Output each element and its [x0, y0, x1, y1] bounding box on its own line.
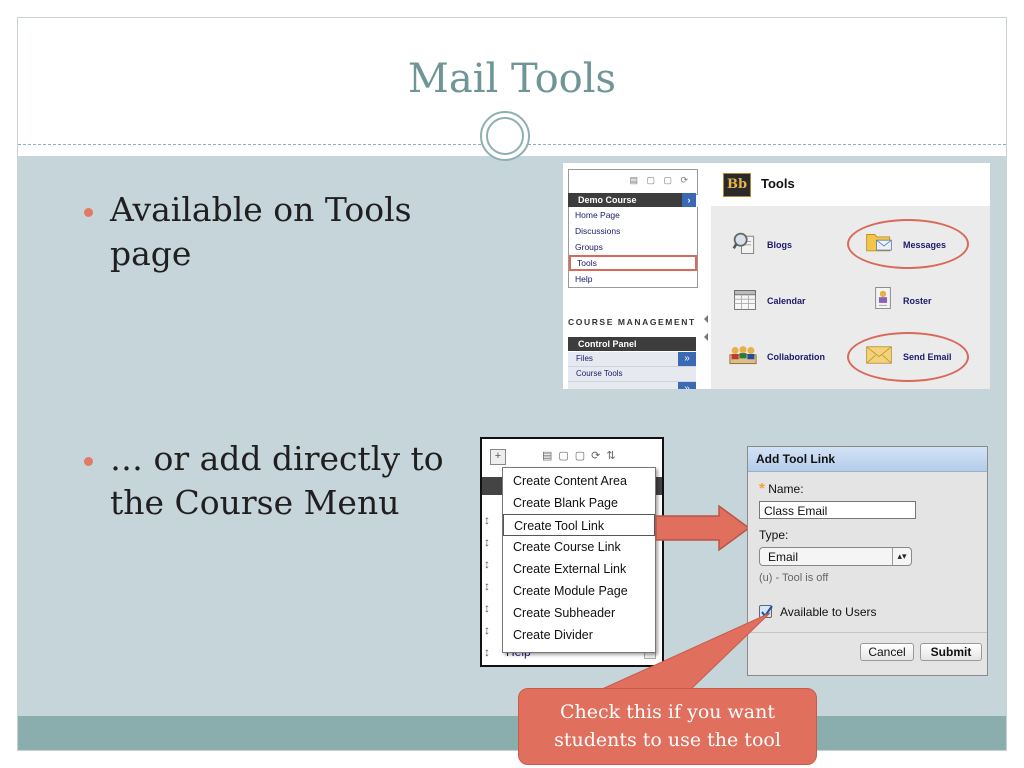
- tools-panel: Blogs Messages Calendar Roster: [711, 206, 990, 389]
- submit-button[interactable]: Submit: [920, 643, 982, 661]
- course-menu-item[interactable]: Help: [575, 274, 593, 284]
- course-title: Demo Course: [578, 195, 637, 205]
- calendar-icon: [734, 290, 756, 310]
- menu-item-create-course-link[interactable]: Create Course Link: [513, 540, 621, 554]
- menu-item-create-tool-link[interactable]: Create Tool Link: [503, 514, 655, 536]
- control-panel-item-course-tools[interactable]: Course Tools: [568, 367, 696, 382]
- tool-collaboration[interactable]: Collaboration: [767, 352, 825, 362]
- double-chevron-icon: »: [678, 382, 696, 389]
- drag-handle-icon[interactable]: ↕: [484, 645, 490, 659]
- blogs-icon: [732, 232, 755, 254]
- callout-line1: Check this if you want: [559, 701, 775, 723]
- course-menu-list: Home Page Discussions Groups Tools Help: [568, 207, 698, 288]
- tools-page: Bb Tools Blogs Messages: [711, 163, 990, 389]
- menu-item-create-blank-page[interactable]: Create Blank Page: [513, 496, 618, 510]
- bullet-2-line1: … or add directly to: [110, 439, 444, 478]
- name-label-row: * Name:: [759, 480, 804, 497]
- form-divider: [748, 632, 987, 633]
- menu-item-create-divider[interactable]: Create Divider: [513, 628, 593, 642]
- collapse-handle-icon[interactable]: [703, 313, 709, 343]
- type-select-value: Email: [768, 550, 799, 564]
- course-title-bar[interactable]: Demo Course ›: [568, 193, 696, 207]
- add-menu-dropdown: Create Content Area Create Blank Page Cr…: [502, 467, 656, 653]
- form-header: Add Tool Link: [748, 447, 987, 472]
- add-menu-item-button[interactable]: +: [490, 449, 506, 465]
- tool-roster[interactable]: Roster: [903, 296, 932, 306]
- bullet-2-line2: the Course Menu: [110, 483, 400, 522]
- callout-line2: students to use the tool: [554, 729, 781, 751]
- course-menu-item[interactable]: Groups: [575, 242, 603, 252]
- bullet-dot-1: [84, 208, 93, 217]
- menu-item-create-external-link[interactable]: Create External Link: [513, 562, 627, 576]
- drag-handle-icon[interactable]: ↕: [484, 623, 490, 637]
- control-panel-item-label: Course Tools: [576, 369, 623, 378]
- slide-title: Mail Tools: [407, 56, 617, 102]
- bullet-1-line1: Available on Tools: [110, 190, 412, 229]
- available-to-users-label: Available to Users: [780, 605, 877, 619]
- required-star-icon: *: [759, 480, 765, 497]
- select-arrows-icon: ▴▾: [892, 548, 911, 565]
- highlight-oval-send-email: [847, 332, 969, 382]
- drag-handle-icon[interactable]: ↕: [484, 579, 490, 593]
- menu-item-create-subheader[interactable]: Create Subheader: [513, 606, 616, 620]
- double-chevron-icon[interactable]: »: [678, 352, 696, 366]
- envelope-icon: [866, 346, 892, 364]
- tools-page-screenshot: ▤ ▢ ▢ ⟳ Demo Course › Home Page Discussi…: [563, 163, 990, 389]
- cancel-button[interactable]: Cancel: [860, 643, 914, 661]
- tools-page-title: Tools: [761, 176, 795, 191]
- tool-status-note: (u) - Tool is off: [759, 572, 829, 584]
- type-label: Type:: [759, 528, 789, 542]
- decorative-circle: [480, 111, 530, 161]
- bullet-2: … or add directly to the Course Menu: [110, 437, 444, 525]
- name-field[interactable]: Class Email: [759, 501, 916, 519]
- course-management-label: COURSE MANAGEMENT: [568, 317, 696, 327]
- footer-band: [18, 716, 1006, 750]
- drag-handle-icon[interactable]: ↕: [484, 557, 490, 571]
- course-menu-item[interactable]: Home Page: [575, 210, 620, 220]
- control-panel-item-partial: »: [568, 382, 696, 389]
- bullet-dot-2: [84, 457, 93, 466]
- control-panel-item-files[interactable]: Files »: [568, 352, 696, 367]
- tool-blogs[interactable]: Blogs: [767, 240, 793, 250]
- blackboard-logo: Bb: [723, 173, 751, 197]
- bullet-1: Available on Tools page: [110, 188, 412, 276]
- menu-item-create-content-area[interactable]: Create Content Area: [513, 474, 627, 488]
- menu-view-icons[interactable]: ▤▢▢⟳⇅: [542, 450, 622, 462]
- course-menu: ▤ ▢ ▢ ⟳ Demo Course › Home Page Discussi…: [565, 163, 701, 389]
- course-menu-item-tools[interactable]: Tools: [569, 255, 697, 271]
- tool-send-email[interactable]: Send Email: [903, 352, 952, 362]
- roster-icon: [875, 287, 891, 309]
- tool-messages[interactable]: Messages: [903, 240, 947, 250]
- drag-handle-icon[interactable]: ↕: [484, 601, 490, 615]
- decorative-circle-inner: [486, 117, 524, 155]
- course-menu-toolbar: ▤ ▢ ▢ ⟳: [568, 169, 698, 195]
- name-label: Name:: [768, 482, 804, 496]
- highlight-oval-messages: [847, 219, 969, 269]
- add-tool-link-form: Add Tool Link * Name: Class Email Type: …: [747, 446, 988, 676]
- menu-item-create-module-page[interactable]: Create Module Page: [513, 584, 628, 598]
- control-panel-title: Control Panel: [578, 339, 637, 349]
- bullet-1-line2: page: [110, 234, 192, 273]
- drag-handle-icon[interactable]: ↕: [484, 535, 490, 549]
- tool-calendar[interactable]: Calendar: [767, 296, 806, 306]
- drag-handle-icon[interactable]: ↕: [484, 513, 490, 527]
- type-select[interactable]: Email ▴▾: [759, 547, 912, 566]
- messages-folder-icon: [866, 234, 892, 252]
- chevron-right-icon[interactable]: ›: [682, 193, 696, 207]
- callout-box: Check this if you want students to use t…: [518, 688, 817, 765]
- menu-view-icons[interactable]: ▤ ▢ ▢ ⟳: [629, 175, 691, 185]
- control-panel-header[interactable]: Control Panel: [568, 337, 696, 351]
- control-panel-item-label: Files: [576, 354, 593, 363]
- collaboration-icon: [729, 346, 757, 365]
- arrow-right-icon: [655, 505, 751, 551]
- course-menu-item[interactable]: Discussions: [575, 226, 621, 236]
